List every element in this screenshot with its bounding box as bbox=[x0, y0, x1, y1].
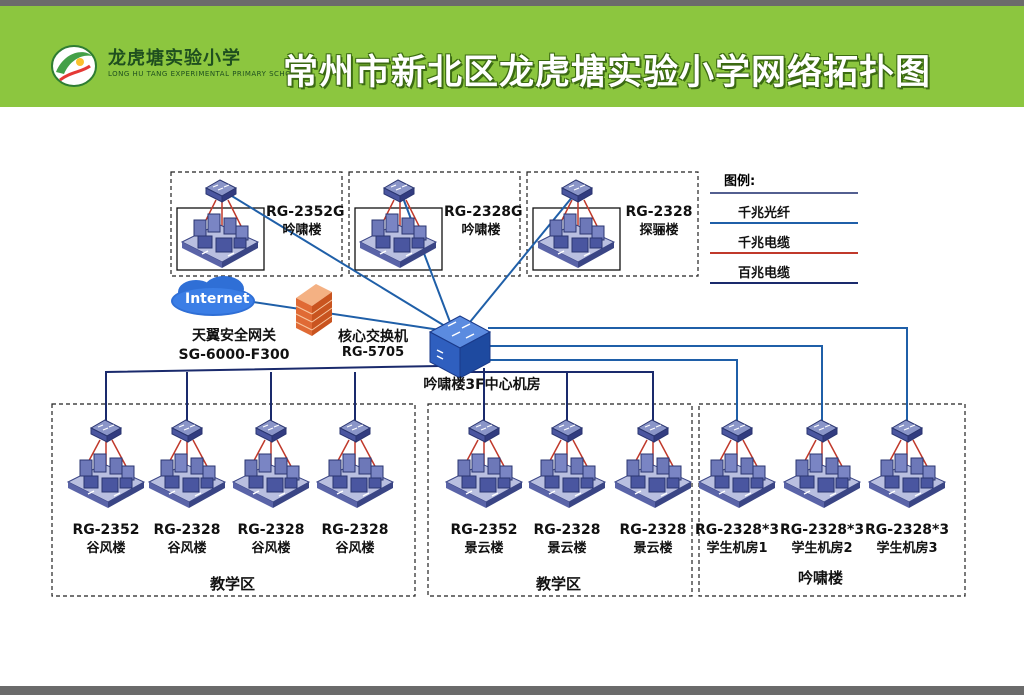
zone-box-top-2 bbox=[348, 171, 521, 277]
legend-item-fiber: 千兆光纤 bbox=[738, 206, 791, 221]
school-logo: 龙虎塘实验小学 LONG HU TANG EXPERIMENTAL PRIMAR… bbox=[50, 42, 301, 92]
logo-english-name: LONG HU TANG EXPERIMENTAL PRIMARY SCHOOL bbox=[108, 70, 302, 78]
legend-item-100m-cable: 百兆电缆 bbox=[738, 266, 791, 281]
bottom-unit-0-1-icon bbox=[148, 419, 226, 509]
zone-box-teaching-2 bbox=[427, 403, 693, 597]
zone-box-teaching-1 bbox=[51, 403, 416, 597]
top-unit-2-icon bbox=[359, 179, 437, 269]
bottom-border bbox=[0, 686, 1024, 695]
top-border bbox=[0, 0, 1024, 6]
bottom-unit-0-2-icon bbox=[232, 419, 310, 509]
school-emblem-icon bbox=[51, 45, 97, 87]
zone-label-teaching-2: 教学区 bbox=[536, 575, 582, 593]
internet-cloud-icon bbox=[171, 276, 255, 316]
zone-label-teaching-1: 教学区 bbox=[210, 575, 256, 593]
core-location-label: 吟啸楼3F中心机房 bbox=[423, 377, 541, 393]
core-switch-icon bbox=[428, 315, 492, 379]
legend bbox=[710, 192, 858, 284]
bottom-unit-1-1-icon bbox=[528, 419, 606, 509]
zone-label-yinxiao: 吟啸楼 bbox=[798, 569, 844, 587]
bottom-unit-1-0-icon bbox=[445, 419, 523, 509]
bottom-unit-0-0-icon bbox=[67, 419, 145, 509]
top-unit-3-icon bbox=[537, 179, 615, 269]
bottom-unit-2-1-icon bbox=[783, 419, 861, 509]
zone-box-top-3 bbox=[526, 171, 699, 277]
legend-title: 图例: bbox=[724, 174, 756, 189]
bottom-unit-2-0-icon bbox=[698, 419, 776, 509]
page-title: 常州市新北区龙虎塘实验小学网络拓扑图 bbox=[283, 53, 932, 93]
bottom-unit-0-3-icon bbox=[316, 419, 394, 509]
bottom-unit-2-2-icon bbox=[868, 419, 946, 509]
logo-chinese-name: 龙虎塘实验小学 bbox=[108, 48, 241, 69]
header-banner bbox=[0, 6, 1024, 107]
internet-label: Internet bbox=[185, 291, 250, 307]
legend-item-gigabit-cable: 千兆电缆 bbox=[738, 236, 791, 251]
bottom-unit-1-2-icon bbox=[614, 419, 692, 509]
zone-box-top-1 bbox=[170, 171, 343, 277]
firewall-icon bbox=[295, 284, 333, 336]
zone-box-yinxiao bbox=[698, 403, 966, 597]
top-unit-1-icon bbox=[181, 179, 259, 269]
